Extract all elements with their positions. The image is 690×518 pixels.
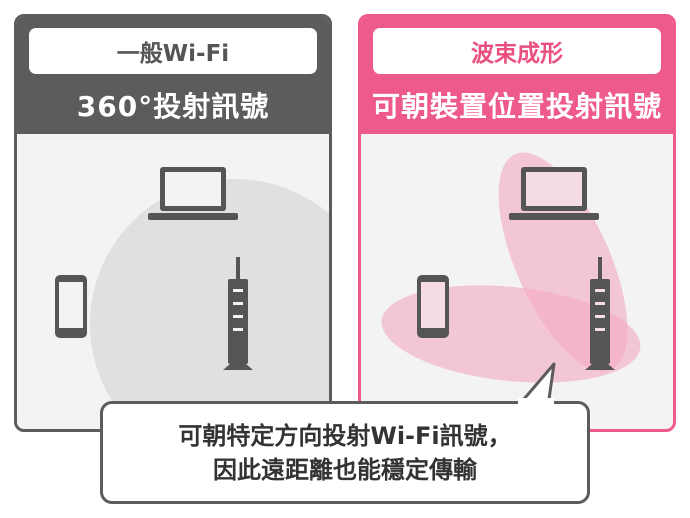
- callout-tail-join: [518, 398, 554, 406]
- router-icon: [585, 257, 615, 370]
- laptop-icon: [509, 167, 599, 220]
- beamforming-illustration: [361, 134, 673, 429]
- beamforming-headline: 可朝裝置位置投射訊號: [371, 90, 662, 123]
- smartphone-icon: [55, 275, 87, 338]
- smartphone-icon: [417, 275, 449, 338]
- normal-wifi-header: 一般Wi-Fi 360°投射訊號: [17, 17, 329, 134]
- normal-wifi-headline: 360°投射訊號: [76, 90, 270, 123]
- callout-bubble: 可朝特定方向投射Wi-Fi訊號， 因此遠距離也能穩定傳輸: [100, 401, 590, 504]
- normal-wifi-tag: 一般Wi-Fi: [29, 28, 317, 74]
- router-icon: [223, 257, 253, 370]
- callout-line-2: 因此遠距離也能穩定傳輸: [213, 455, 477, 484]
- omnidirectional-signal-area: [90, 179, 329, 429]
- beamforming-header: 波束成形 可朝裝置位置投射訊號: [361, 17, 673, 134]
- laptop-icon: [148, 167, 238, 220]
- normal-wifi-panel: 一般Wi-Fi 360°投射訊號: [14, 14, 332, 432]
- beamforming-tag: 波束成形: [373, 28, 661, 74]
- callout-line-1: 可朝特定方向投射Wi-Fi訊號，: [178, 421, 512, 450]
- normal-wifi-illustration: [17, 134, 329, 429]
- beamforming-panel: 波束成形 可朝裝置位置投射訊號: [358, 14, 676, 432]
